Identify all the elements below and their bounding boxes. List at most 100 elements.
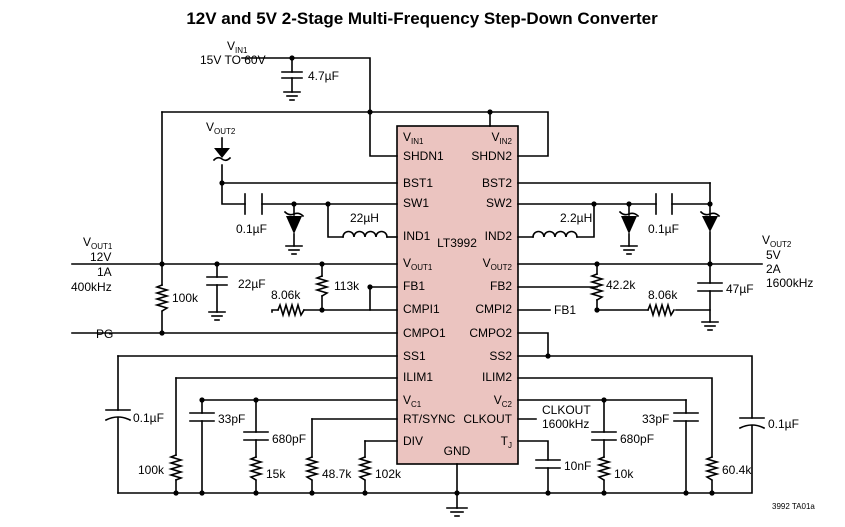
vout2-diode <box>212 137 232 162</box>
resistor-8k06-left <box>276 302 306 318</box>
right-pin-9: SS2 <box>489 349 512 363</box>
left-pin-12: RT/SYNC <box>403 412 456 426</box>
r-rt-label: 48.7k <box>322 467 352 481</box>
c-ss1-label: 0.1µF <box>133 411 164 425</box>
left-pin-0: VIN1 <box>403 130 424 146</box>
left-pin-9: SS1 <box>403 349 426 363</box>
ground-symbol-vin <box>283 91 301 101</box>
vc1-680pf-capacitor <box>243 431 269 441</box>
clkout-label: CLKOUT <box>542 403 591 417</box>
right-pin-3: SW2 <box>486 196 512 210</box>
vc1-33pf-capacitor <box>189 412 215 422</box>
inductor-1 <box>342 230 388 238</box>
right-pin-7: CMPI2 <box>475 302 512 316</box>
c-vc2a-label: 33pF <box>642 412 669 426</box>
resistor-ilim1-100k <box>168 453 184 482</box>
ground-symbol-main <box>446 507 468 517</box>
catch-diode-2 <box>618 210 640 234</box>
c-vc1a-label: 33pF <box>218 412 245 426</box>
resistor-48k7 <box>304 455 320 482</box>
output-capacitor-1 <box>206 276 228 286</box>
left-pin-3: SW1 <box>403 196 429 210</box>
ground-symbol-c2 <box>701 321 719 331</box>
right-pin-4: IND2 <box>485 229 513 243</box>
r-cmp1-label: 8.06k <box>271 288 301 302</box>
r-ilim1-label: 100k <box>138 463 165 477</box>
input-capacitor <box>281 71 303 79</box>
chip-name: LT3992 <box>437 236 477 250</box>
left-pin-2: BST1 <box>403 176 433 190</box>
right-pin-2: BST2 <box>482 176 512 190</box>
junctions <box>159 55 715 496</box>
resistor-15k <box>248 455 264 482</box>
left-pin-4: IND1 <box>403 229 431 243</box>
c-tj-label: 10nF <box>564 459 591 473</box>
resistor-pg-100k <box>154 283 170 313</box>
right-pin-12: CLKOUT <box>463 412 512 426</box>
vout1-voltage: 12V <box>90 250 111 264</box>
r-vc2-label: 10k <box>614 467 634 481</box>
resistor-102k <box>357 455 373 482</box>
r-fb2-label: 42.2k <box>606 278 636 292</box>
vout1-label: VOUT1 <box>83 235 113 251</box>
c-vc2b-label: 680pF <box>620 432 654 446</box>
wires <box>71 57 763 509</box>
left-pin-13: DIV <box>403 434 423 448</box>
c-out1-label: 22µF <box>238 277 266 291</box>
bst1-capacitor <box>244 193 263 215</box>
tj-10nf-capacitor <box>535 459 561 469</box>
right-pin-1: SHDN2 <box>471 149 512 163</box>
ground-symbol-d2 <box>620 245 638 255</box>
r-vc1-label: 15k <box>266 467 286 481</box>
right-pin-11: VC2 <box>494 393 513 409</box>
vout1-current: 1A <box>97 265 112 279</box>
chip-gnd-pin: GND <box>444 444 471 458</box>
c-out2-label: 47µF <box>726 282 754 296</box>
chip-right-pins: VIN2SHDN2BST2SW2IND2VOUT2FB2CMPI2CMPO2SS… <box>463 130 512 450</box>
ground-symbol-c1 <box>208 311 226 321</box>
c-vc1b-label: 680pF <box>272 432 306 446</box>
diagram-title: 12V and 5V 2-Stage Multi-Frequency Step-… <box>186 9 658 28</box>
clkout-freq-label: 1600kHz <box>542 417 589 431</box>
output-capacitor-2 <box>697 282 723 292</box>
c-bst2-label: 0.1µF <box>648 222 679 236</box>
left-pin-10: ILIM1 <box>403 370 433 384</box>
r-pg-label: 100k <box>172 291 199 305</box>
resistor-60k4 <box>704 455 720 482</box>
bst2-capacitor <box>655 193 673 215</box>
vin-label: VIN1 <box>227 39 248 55</box>
right-pin-6: FB2 <box>490 279 512 293</box>
fb1-net-label: FB1 <box>554 303 576 317</box>
resistor-113k <box>314 274 330 298</box>
vout2-freq: 1600kHz <box>766 276 813 290</box>
ss2-capacitor <box>738 417 766 430</box>
r-ilim2-label: 60.4k <box>722 463 752 477</box>
c-bst1-label: 0.1µF <box>236 222 267 236</box>
chip-body <box>396 125 519 465</box>
vout1-freq: 400kHz <box>71 280 112 294</box>
r-div-label: 102k <box>375 467 402 481</box>
left-pin-1: SHDN1 <box>403 149 444 163</box>
figure-id: 3992 TA01a <box>772 502 815 511</box>
ss1-capacitor <box>104 409 132 422</box>
catch-diode-1 <box>283 210 305 234</box>
right-pin-0: VIN2 <box>492 130 513 146</box>
left-pin-5: VOUT1 <box>403 256 433 272</box>
r-cmp2-label: 8.06k <box>648 288 678 302</box>
vout2-label: VOUT2 <box>762 233 792 249</box>
right-pin-10: ILIM2 <box>482 370 512 384</box>
vout2-voltage: 5V <box>766 248 781 262</box>
right-pin-13: TJ <box>501 434 512 450</box>
left-pin-8: CMPO1 <box>403 326 446 340</box>
vout2-top-label: VOUT2 <box>206 120 236 136</box>
left-pin-6: FB1 <box>403 279 425 293</box>
pg-label: PG <box>96 327 113 341</box>
right-pin-8: CMPO2 <box>469 326 512 340</box>
vin-range-label: 15V TO 60V <box>200 53 266 67</box>
bst2-diode <box>699 210 721 232</box>
right-pin-5: VOUT2 <box>483 256 513 272</box>
resistor-10k <box>596 455 612 482</box>
chip-left-pins: VIN1SHDN1BST1SW1IND1VOUT1FB1CMPI1CMPO1SS… <box>403 130 456 448</box>
